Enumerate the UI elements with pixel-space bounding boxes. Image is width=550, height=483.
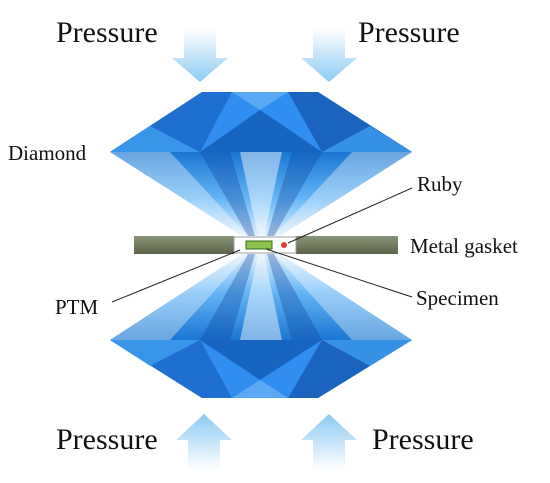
bottom-diamond [110,254,412,398]
ruby-sphere [281,242,287,248]
top-diamond [110,92,412,236]
ptm-leader-line [111,249,241,303]
metal-gasket [134,236,398,254]
pressure-arrow-bottom-right [301,414,357,470]
specimen-sample [245,240,273,250]
specimen-leader-line [265,248,413,298]
specimen-label: Specimen [416,286,499,310]
pressure-label-top-left: Pressure [56,16,158,49]
pressure-arrow-top-right [301,28,357,82]
ruby-leader-line [287,187,413,244]
pressure-arrow-bottom-left [176,414,232,470]
pressure-label-bottom-left: Pressure [56,423,158,456]
diamond-label: Diamond [8,141,87,165]
pressure-arrow-top-left [172,28,228,82]
pressure-label-top-right: Pressure [358,16,460,49]
ruby-label: Ruby [417,172,463,196]
pressure-label-bottom-right: Pressure [372,423,474,456]
ptm-label: PTM [55,295,99,319]
metal-gasket-label: Metal gasket [410,234,518,258]
